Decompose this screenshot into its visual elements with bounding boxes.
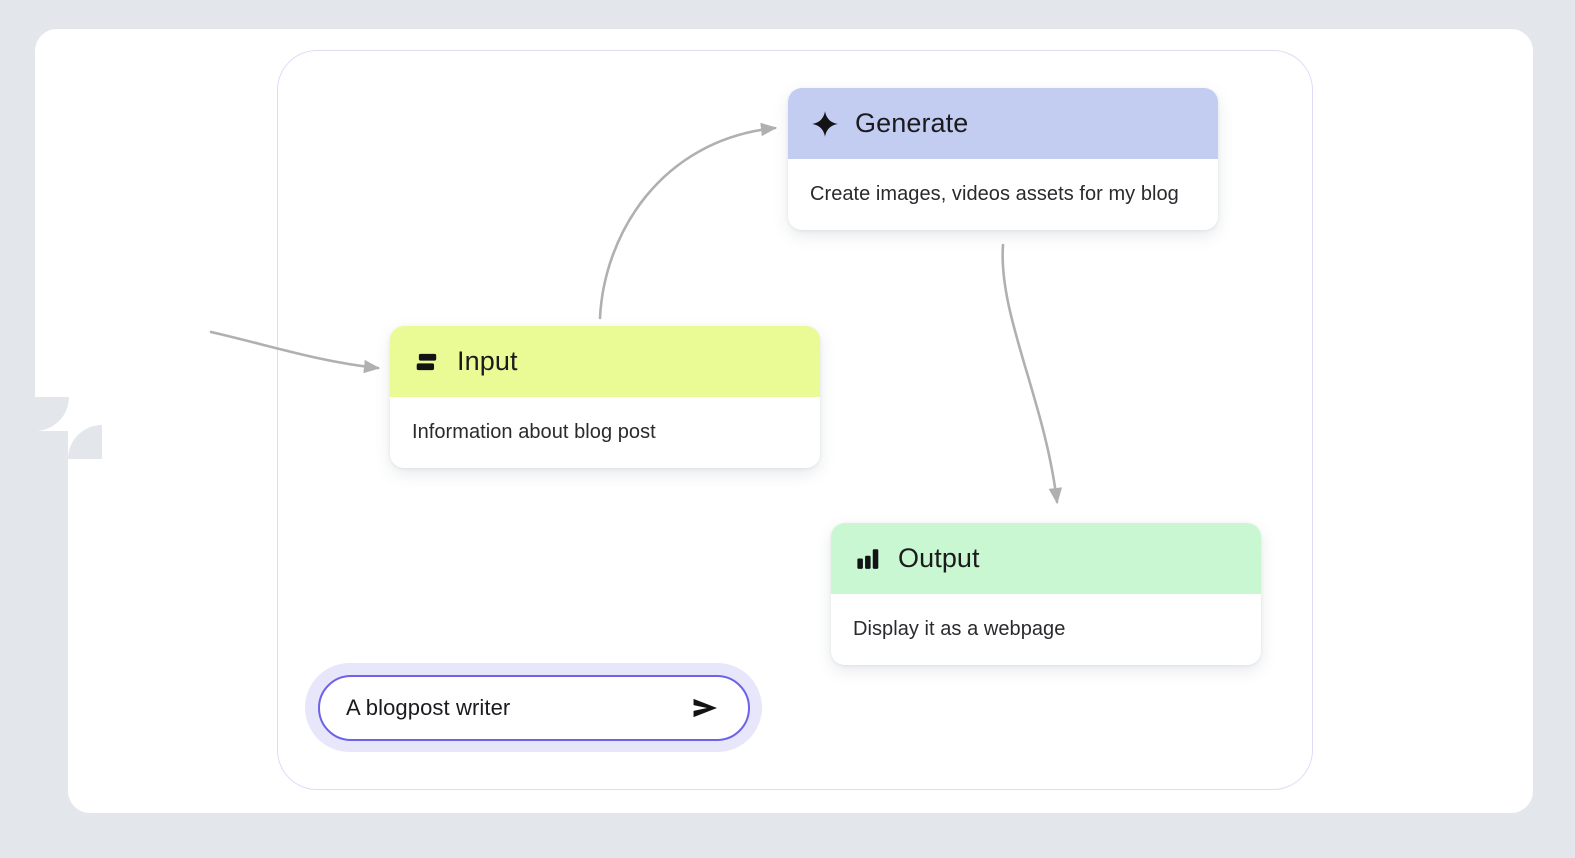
node-title-output: Output — [898, 543, 980, 573]
node-body-input: Information about blog post — [390, 397, 820, 468]
node-header-output[interactable]: Output — [831, 523, 1261, 594]
panel-lower-section — [68, 425, 1533, 813]
prompt-input-container[interactable]: A blogpost writer — [318, 675, 750, 741]
node-title-generate: Generate — [855, 108, 969, 138]
node-card-generate[interactable]: Generate Create images, videos assets fo… — [788, 88, 1218, 230]
bar-chart-icon — [853, 544, 883, 574]
node-card-output[interactable]: Output Display it as a webpage — [831, 523, 1261, 665]
node-description-output: Display it as a webpage — [853, 618, 1066, 640]
workflow-canvas[interactable] — [277, 50, 1313, 790]
node-description-generate: Create images, videos assets for my blog — [810, 183, 1179, 205]
node-title-input: Input — [457, 346, 518, 376]
send-arrow-icon[interactable] — [688, 691, 722, 725]
node-description-input: Information about blog post — [412, 421, 656, 443]
node-card-input[interactable]: Input Information about blog post — [390, 326, 820, 468]
panel-notch-upper-curve — [35, 397, 69, 431]
stacked-bars-icon — [412, 347, 442, 377]
prompt-input-value[interactable]: A blogpost writer — [346, 695, 511, 720]
node-header-generate[interactable]: Generate — [788, 88, 1218, 159]
node-body-generate: Create images, videos assets for my blog — [788, 159, 1218, 230]
node-body-output: Display it as a webpage — [831, 594, 1261, 665]
sparkle-icon — [810, 109, 840, 139]
node-header-input[interactable]: Input — [390, 326, 820, 397]
